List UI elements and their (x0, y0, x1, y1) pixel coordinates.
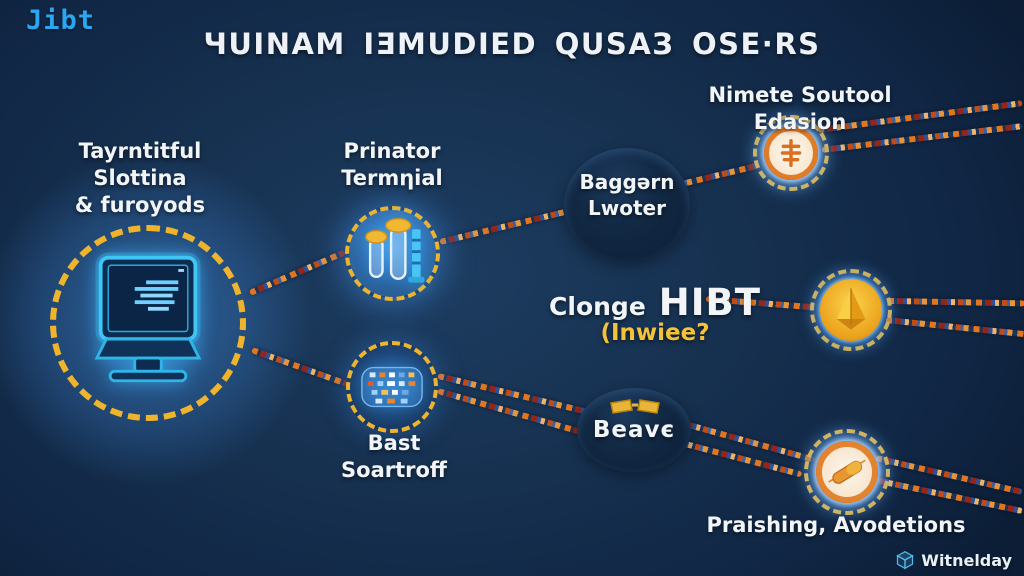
label-circuit-node: Bast Soartroff (320, 430, 468, 484)
watermark-text: Witnelday (921, 550, 1012, 570)
callout-subtext: (Inwiee? (600, 320, 710, 346)
page-title: ЧUINAM IƎMUDIED QUSAЗ OSE·RS (203, 27, 821, 61)
dotted-connector (885, 317, 1024, 338)
node-capsule (804, 429, 890, 515)
center-callout: Clonge HIBT (540, 281, 770, 324)
test-tubes-icon (354, 214, 432, 294)
label-line: & furoyods (74, 192, 206, 217)
dotted-connector (869, 476, 1024, 515)
node-coin (753, 115, 829, 191)
cube-icon (895, 550, 915, 570)
label-line: Lwoter (588, 195, 666, 220)
label-line: Prinator (343, 139, 441, 163)
label-line: Baggərn (579, 170, 675, 194)
dark-bubble-node (564, 148, 690, 262)
glasses-icon (608, 398, 664, 416)
label-coin-node: Nimete Soutool Edasion (708, 83, 892, 134)
computer-monitor-icon (72, 252, 224, 394)
dotted-connector (875, 455, 1023, 495)
node-tubes (345, 206, 440, 301)
node-circuit (346, 341, 438, 433)
label-line: Termηial (341, 165, 443, 190)
node-prism (810, 269, 892, 351)
gold-prism-icon (820, 279, 882, 341)
watermark: Witnelday (895, 550, 1012, 570)
label-line: Bast (367, 431, 421, 455)
circuit-board-icon (358, 361, 426, 413)
orange-seal-icon (764, 126, 818, 180)
label-monitor-node: Tayrntitful Slottina & furoyods (30, 138, 250, 219)
node-monitor (50, 225, 246, 421)
bubble-1-label: Baggərn Lwoter (564, 170, 690, 221)
app-logo: Jibt (26, 5, 96, 36)
label-line: Soartroff (341, 457, 447, 482)
label-line: Tayrntitful Slottina (78, 139, 202, 190)
dark-bubble-node (577, 388, 691, 472)
dotted-connector (887, 298, 1024, 307)
callout-prefix: Clonge (549, 292, 646, 321)
callout-main: HIBT (658, 281, 761, 324)
orange-capsule-icon (816, 441, 878, 503)
label-tubes-node: Prinator Termηial (318, 138, 466, 192)
label-capsule-node: Praishing, Avodetions (706, 513, 966, 537)
bubble-2-label: Beavє (592, 417, 676, 443)
